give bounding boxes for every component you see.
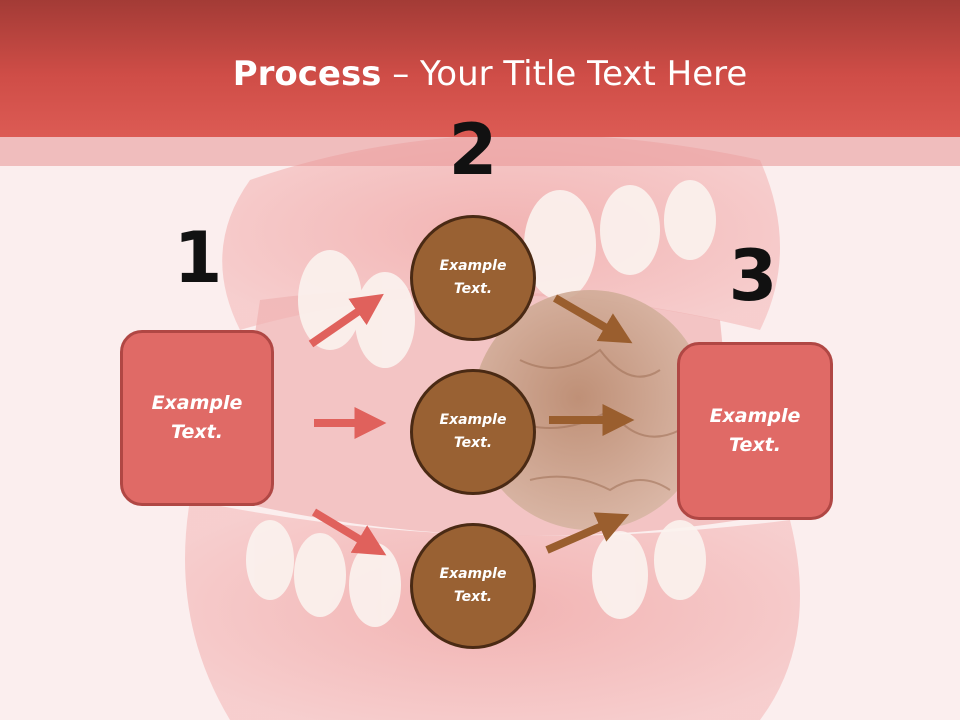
circle-top-text: Example Text. [439, 258, 507, 297]
step-3-box: Example Text. [677, 342, 833, 520]
title-rest: – Your Title Text Here [381, 54, 748, 94]
step-number-1: 1 [173, 217, 223, 299]
step-1-box-text: Example Text. [151, 392, 243, 443]
step-number-3: 3 [728, 235, 778, 317]
step-number-2: 2 [448, 109, 498, 191]
step-2-circle-bottom: Example Text. [410, 523, 536, 649]
header-bar [0, 0, 960, 137]
step-2-circle-middle: Example Text. [410, 369, 536, 495]
circle-middle-text: Example Text. [439, 412, 507, 451]
step-2-circle-top: Example Text. [410, 215, 536, 341]
step-3-box-text: Example Text. [709, 405, 801, 456]
slide-title: Process – Your Title Text Here [0, 52, 960, 96]
circle-bottom-text: Example Text. [439, 566, 507, 605]
title-bold: Process [232, 54, 382, 94]
step-1-box: Example Text. [120, 330, 274, 506]
header-band [0, 137, 960, 166]
